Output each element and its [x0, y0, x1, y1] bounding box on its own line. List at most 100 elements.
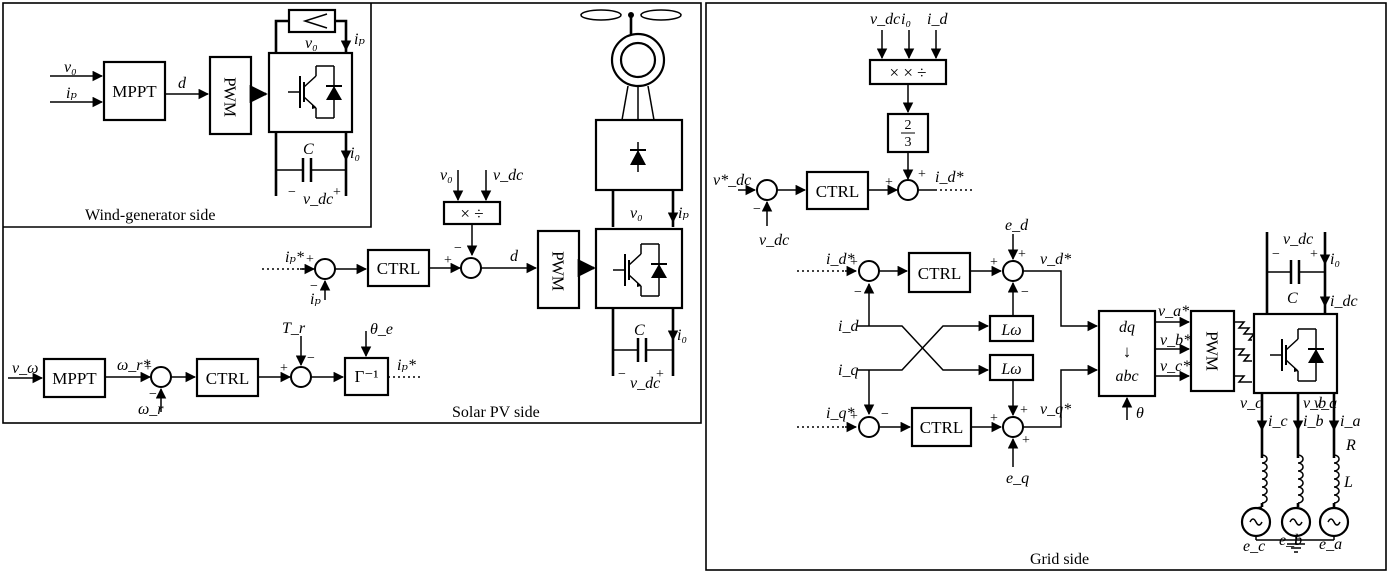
grid-l-omega-bottom-block [988, 353, 1035, 382]
grid-vdc-ctrl-plus: + [885, 175, 893, 190]
solar-pv-side: v₀ iₚ v₀ v_dc × ÷ iₚ* + iₚ − CTRL + − d … [8, 9, 689, 418]
grid-r-label: R [1345, 437, 1356, 454]
grid-iq-minus: − [881, 407, 889, 422]
grid-id-ref-in-label: i_d* [826, 251, 854, 268]
wind-vdc-minus: − [288, 185, 296, 200]
grid-vdc-ctrl-block [805, 170, 870, 211]
grid-phase-c-inductor [1261, 454, 1268, 504]
grid-vdc-top-label: v_dc [870, 11, 900, 28]
grid-capacitor-label: C [1287, 290, 1298, 307]
solar-omega-feedback-minus: − [149, 387, 157, 402]
solar-panel-title: Solar PV side [452, 404, 540, 421]
wind-mppt-block [102, 60, 167, 122]
solar-inverse-transform-label: Γ⁻¹ [355, 367, 379, 386]
generator-inner-icon [619, 41, 657, 79]
solar-pwm-label: P W M [549, 251, 568, 291]
grid-mul-mul-div-block [868, 58, 948, 86]
grid-dq-abc-block [1097, 309, 1157, 398]
grid-va-label: v_a [1314, 395, 1337, 412]
grid-dq-label: dq [1119, 319, 1135, 336]
solar-pwm-block [536, 229, 581, 310]
grid-eq-plus: + [1022, 433, 1030, 448]
solar-ip-feedback-label: iₚ [310, 291, 321, 308]
grid-side: v_dc i₀ i_d × × ÷ 2 3 v*_dc − v_dc CTRL … [713, 11, 1360, 555]
grid-id-top-label: i_d [927, 11, 948, 28]
grid-vdc-plus: + [1310, 247, 1318, 262]
grid-l-omega-top-block [988, 314, 1035, 343]
grid-inverter-block [1252, 312, 1339, 395]
wind-ip-input-label: iₚ [66, 85, 77, 102]
grid-phase-b-inductor [1297, 454, 1304, 504]
grid-vdc-ctrl-label: CTRL [816, 182, 859, 201]
solar-vdc-minus: − [618, 367, 626, 382]
solar-d-label: d [510, 248, 519, 265]
solar-vdc-input-label: v_dc [493, 167, 523, 184]
grid-vdc-sum-junction [756, 179, 778, 201]
grid-l-omega-bottom-label: Lω [1000, 361, 1021, 378]
wind-i0-label: i₀ [350, 145, 360, 162]
grid-l-label: L [1343, 474, 1353, 491]
solar-duty-minus: − [454, 241, 462, 256]
wind-vdc-label: v_dc [303, 191, 333, 208]
solar-duty-sum-junction [460, 257, 482, 279]
turbine-blade-left [580, 9, 622, 21]
solar-omega-ref-plus: + [144, 360, 152, 375]
grid-id-ref-plus: + [850, 255, 858, 270]
grid-ia-label: i_a [1340, 413, 1360, 430]
solar-ip-ref-out-label: iₚ* [397, 357, 416, 374]
grid-dq-arrow: ↓ [1123, 342, 1132, 361]
grid-eb-label: e_b [1279, 532, 1302, 549]
wind-d-label: d [178, 75, 187, 92]
solar-vdc-label: v_dc [630, 375, 660, 392]
grid-phase-a-inductor [1333, 454, 1340, 504]
wind-mppt-label: MPPT [112, 82, 157, 101]
grid-ib-label: i_b [1303, 413, 1323, 430]
grid-gain-plus: + [918, 167, 926, 182]
grid-theta-label: θ [1136, 405, 1144, 422]
grid-idc-label: i_dc [1330, 293, 1358, 310]
solar-ip-ref-label: iₚ* [285, 249, 304, 266]
grid-d-cross-minus: − [1021, 285, 1029, 300]
solar-speed-ctrl-label: CTRL [206, 369, 249, 388]
solar-mppt-label: MPPT [52, 369, 97, 388]
solar-current-ctrl-label: CTRL [377, 259, 420, 278]
solar-current-sum-junction [314, 258, 336, 280]
solar-tr-minus: − [307, 351, 315, 366]
grid-ed-plus: + [1018, 247, 1026, 262]
grid-vdc-feedback-label: v_dc [759, 232, 789, 249]
grid-id-feedback-label: i_d [838, 318, 859, 335]
wind-v0-label: v₀ [305, 35, 318, 52]
grid-iq-ref-in-label: i_q* [826, 405, 854, 422]
grid-ic-label: i_c [1268, 413, 1288, 430]
grid-gain-num: 2 [905, 118, 912, 133]
solar-speed-ctrl-block [195, 357, 260, 398]
grid-iq-sum-junction [858, 416, 880, 438]
wind-converter-block [267, 51, 354, 134]
grid-mul-mul-div-label: × × ÷ [889, 63, 926, 82]
grid-d-axis-ctrl-block [907, 251, 972, 294]
grid-d-axis-ctrl-label: CTRL [918, 264, 961, 283]
grid-gate-signal-lines [1234, 321, 1256, 341]
wind-pwm-block [208, 55, 253, 136]
wind-panel-border [3, 3, 372, 228]
solar-torque-sum-junction [290, 366, 312, 388]
grid-vdc-feedback-minus: − [753, 202, 761, 217]
solar-torque-plus: + [280, 361, 288, 376]
left-panel-frame [2, 2, 702, 424]
grid-vq-ref-label: v_q* [1040, 401, 1071, 418]
grid-vb-ref-label: v_b* [1160, 332, 1191, 349]
solar-ip-ref-plus: + [306, 252, 314, 267]
solar-vdc-plus: + [656, 367, 664, 382]
grid-panel-frame [705, 2, 1387, 571]
grid-l-omega-top-label: Lω [1000, 322, 1021, 339]
grid-eq-label: e_q [1006, 470, 1029, 487]
wind-generator-side: v₀ iₚ MPPT d P W M v₀ iₚ i₀ C − v_dc + [50, 8, 365, 208]
wind-pwm-label: P W M [221, 77, 240, 117]
solar-theta-e-label: θ_e [370, 321, 393, 338]
grid-panel-title: Grid side [1030, 551, 1089, 568]
wind-v0-input-label: v₀ [64, 59, 77, 76]
grid-vd-ref-label: v_d* [1040, 251, 1071, 268]
solar-v0-label: v₀ [630, 205, 643, 222]
grid-vdc-dc-label: v_dc [1283, 231, 1313, 248]
